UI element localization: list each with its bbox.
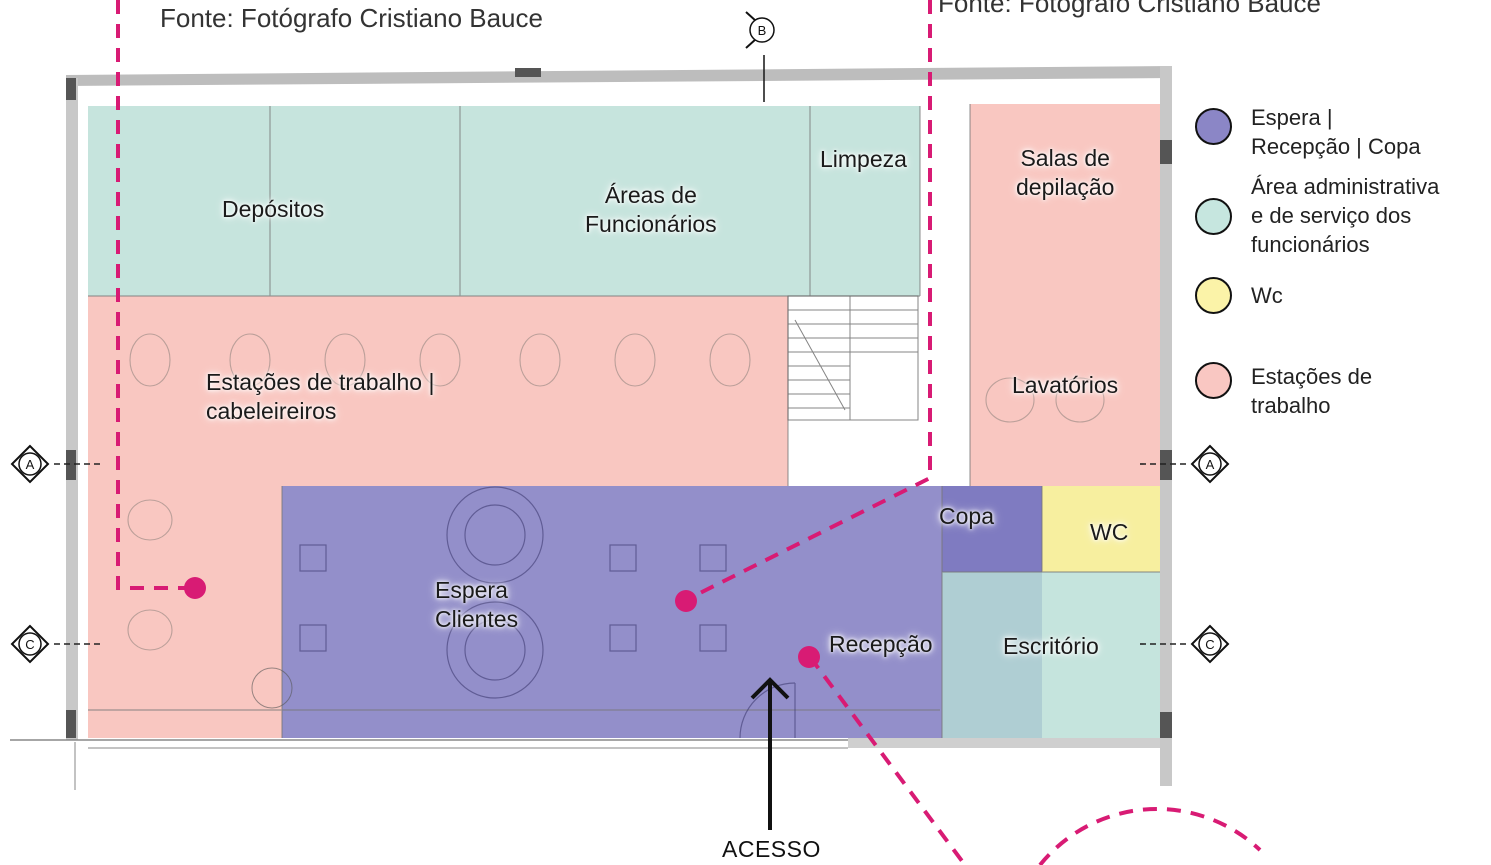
access-label: ACESSO xyxy=(722,836,821,862)
leader-right xyxy=(685,0,932,602)
room-lavatorios: Lavatórios xyxy=(1012,372,1119,398)
zone-lavatorios xyxy=(970,294,1160,486)
photo-point-left xyxy=(184,577,206,599)
room-estacoes-cabeleireiros: Estações de trabalho | cabeleireiros xyxy=(206,369,435,424)
zone-work-left xyxy=(88,296,788,486)
room-wc: WC xyxy=(1090,519,1129,545)
section-label-a-right: A xyxy=(1206,457,1215,472)
section-label-c-right: C xyxy=(1205,637,1214,652)
leader-left xyxy=(116,0,195,590)
caption-left: Fonte: Fotógrafo Cristiano Bauce xyxy=(160,3,543,33)
legend-swatch-administrativa xyxy=(1195,198,1232,235)
legend-swatch-estacoes xyxy=(1195,362,1232,399)
room-recepcao: Recepção xyxy=(829,631,933,657)
zone-waiting xyxy=(282,486,1042,738)
leader-recepcao xyxy=(808,655,967,865)
zone-work-left-low xyxy=(88,486,282,738)
wall-right xyxy=(1160,66,1172,786)
zone-office xyxy=(942,572,1160,738)
room-depositos: Depósitos xyxy=(222,196,325,222)
room-salas-depilacao: Salas de depilação xyxy=(1016,145,1115,200)
legend-swatch-wc xyxy=(1195,277,1232,314)
section-label-c-left: C xyxy=(25,637,34,652)
legend-label-estacoes: Estações de trabalho xyxy=(1251,364,1373,418)
section-label-b: B xyxy=(758,23,767,38)
room-escritorio: Escritório xyxy=(1003,633,1099,659)
room-areas-funcionarios: Áreas de Funcionários xyxy=(585,182,717,237)
zone-depilacao xyxy=(970,104,1160,294)
photo-point-right xyxy=(675,590,697,612)
room-limpeza: Limpeza xyxy=(820,146,907,172)
legend: Espera | Recepção | Copa Área administra… xyxy=(1195,100,1485,430)
section-label-a-left: A xyxy=(26,457,35,472)
room-copa: Copa xyxy=(939,503,994,529)
zone-wc xyxy=(1042,486,1160,572)
zone-staff-left xyxy=(88,106,920,296)
wall-left xyxy=(66,78,78,740)
roof-slab xyxy=(66,66,1172,86)
photo-point-recepcao xyxy=(798,646,820,668)
caption-right: Fonte: Fotógrafo Cristiano Bauce xyxy=(938,0,1321,18)
legend-label-administrativa: Área administrativa e de serviço dos fun… xyxy=(1251,174,1440,257)
legend-swatch-espera xyxy=(1195,108,1232,145)
legend-label-espera: Espera | Recepção | Copa xyxy=(1251,105,1421,159)
photo-circle-arc xyxy=(1038,807,1262,865)
room-espera-clientes: Espera Clientes xyxy=(435,577,519,632)
legend-label-wc: Wc xyxy=(1251,283,1283,308)
